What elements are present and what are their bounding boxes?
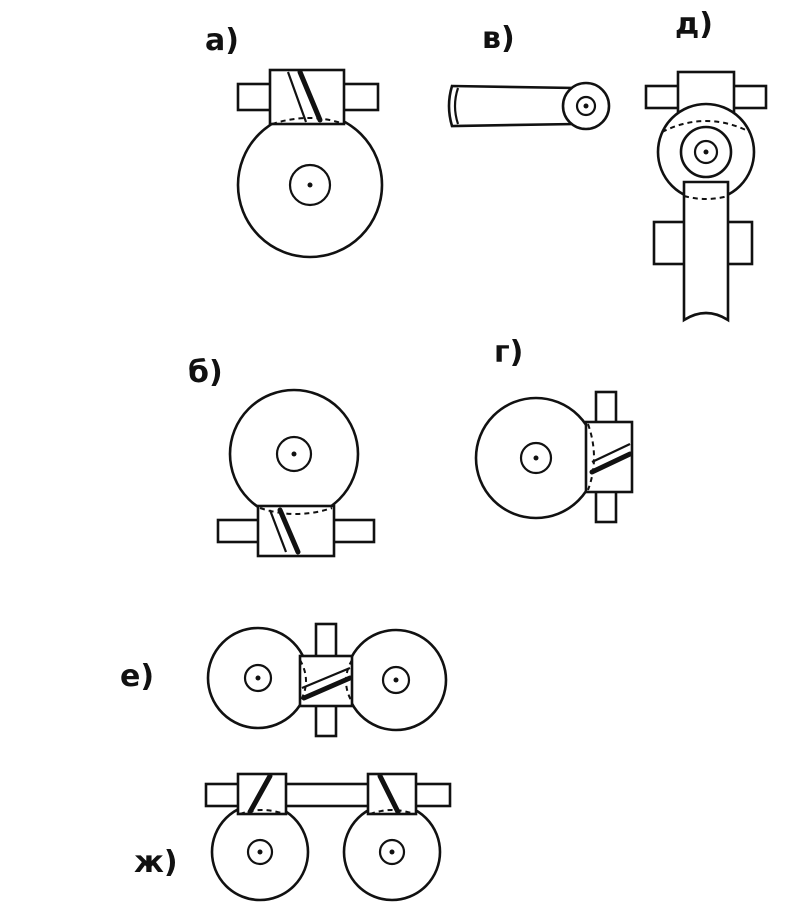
worm-zh-right-body [366, 772, 418, 816]
worm-g-shaft-top [594, 390, 618, 426]
gear-zh-left-hub [246, 838, 274, 866]
worm-zh-left-thread [247, 773, 273, 815]
variant-e: е) [120, 622, 448, 738]
worm-v-break-line [453, 87, 460, 125]
worm-a-hidden-edge [271, 117, 345, 125]
gear-zh-left-center [257, 849, 263, 855]
worm-b-shaft-left [216, 518, 264, 544]
worm-zh-right-thread [377, 773, 401, 815]
gear-d-shaft-hidden-edge [683, 195, 729, 200]
gear-g-center [533, 455, 539, 461]
worm-g-thread-2 [589, 451, 633, 475]
gear-zh-right-center [389, 849, 395, 855]
label-zh: ж) [134, 845, 178, 880]
worm-g-thread-1 [591, 443, 631, 463]
gear-d-hidden-edge [661, 120, 751, 133]
worm-a-thread-1 [286, 71, 308, 123]
worm-e-thread-2 [301, 675, 353, 701]
gear-v-center [583, 103, 589, 109]
gear-d-center [703, 149, 709, 155]
gear-g-hub [519, 441, 553, 475]
worm-zh-left-body [236, 772, 288, 816]
worm-zh-right-hidden-edge [369, 809, 415, 815]
gear-e-left-center [255, 675, 261, 681]
variant-d: д) [644, 7, 768, 323]
label-d: д) [675, 7, 713, 42]
worm-g-shaft-bottom [594, 488, 618, 524]
worm-a-shaft-left [236, 82, 276, 112]
worm-b-thread-1 [268, 509, 288, 553]
worm-a-shaft-right [340, 82, 380, 112]
worm-d-shaft-left [644, 84, 684, 110]
gear-zh-right-hub [378, 838, 406, 866]
worm-e-thread-1 [301, 666, 351, 690]
gear-e-right-center [393, 677, 399, 683]
gear-e-left-hub [243, 663, 273, 693]
worm-b-shaft-right [328, 518, 376, 544]
variant-b: б) [188, 355, 376, 558]
gear-b-center [291, 451, 297, 457]
label-b: б) [188, 355, 223, 390]
gear-v-hub [575, 95, 597, 117]
variant-a: а) [205, 23, 384, 259]
label-v: в) [482, 21, 515, 56]
gear-e-right-hub [381, 665, 411, 695]
worm-zh-left-hidden-edge [239, 809, 285, 815]
gear-d-hub-inner [693, 139, 719, 165]
worm-b-hidden-edge [259, 507, 333, 515]
gear-d-shaft-body [682, 180, 730, 323]
worm-v-shaft [447, 84, 577, 128]
worm-b-thread-2 [277, 507, 301, 555]
worm-d-shaft-right [728, 84, 768, 110]
gear-a-hub [288, 163, 332, 207]
worm-a-thread-2 [297, 69, 323, 123]
gear-a-center [307, 182, 313, 188]
gear-b-hub [275, 435, 313, 473]
worm-a-body [268, 68, 346, 126]
variant-g: г) [474, 335, 634, 524]
worm-e-shaft-top [314, 622, 338, 662]
gear-d-shaft-left [652, 220, 688, 266]
label-a: а) [205, 23, 239, 58]
label-e: е) [120, 659, 154, 694]
variant-zh: ж) [134, 772, 452, 902]
variant-v: в) [447, 21, 611, 131]
label-g: г) [494, 335, 523, 370]
